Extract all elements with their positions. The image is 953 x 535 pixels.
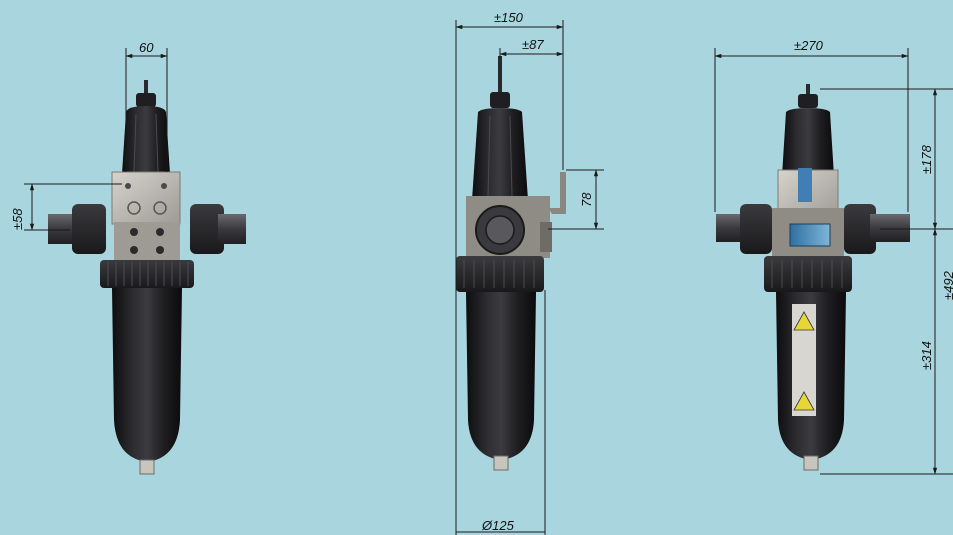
rear-upper-height-label: ±178: [919, 144, 934, 174]
side-overall-width-label: ±150: [494, 10, 524, 25]
dimension-lines: [24, 20, 953, 535]
front-offset-label: ±58: [10, 208, 25, 230]
rear-overall-width-label: ±270: [794, 38, 824, 53]
front-width-label: 60: [139, 40, 154, 55]
rear-view: [716, 84, 910, 471]
side-bracket-height-label: 78: [579, 192, 594, 207]
side-diameter-label: Ø125: [481, 518, 515, 533]
side-half-width-label: ±87: [522, 37, 544, 52]
rear-total-height-label: ±492: [941, 270, 953, 300]
rear-lower-height-label: ±314: [919, 341, 934, 370]
front-view: [48, 80, 246, 475]
side-view: [456, 56, 566, 471]
